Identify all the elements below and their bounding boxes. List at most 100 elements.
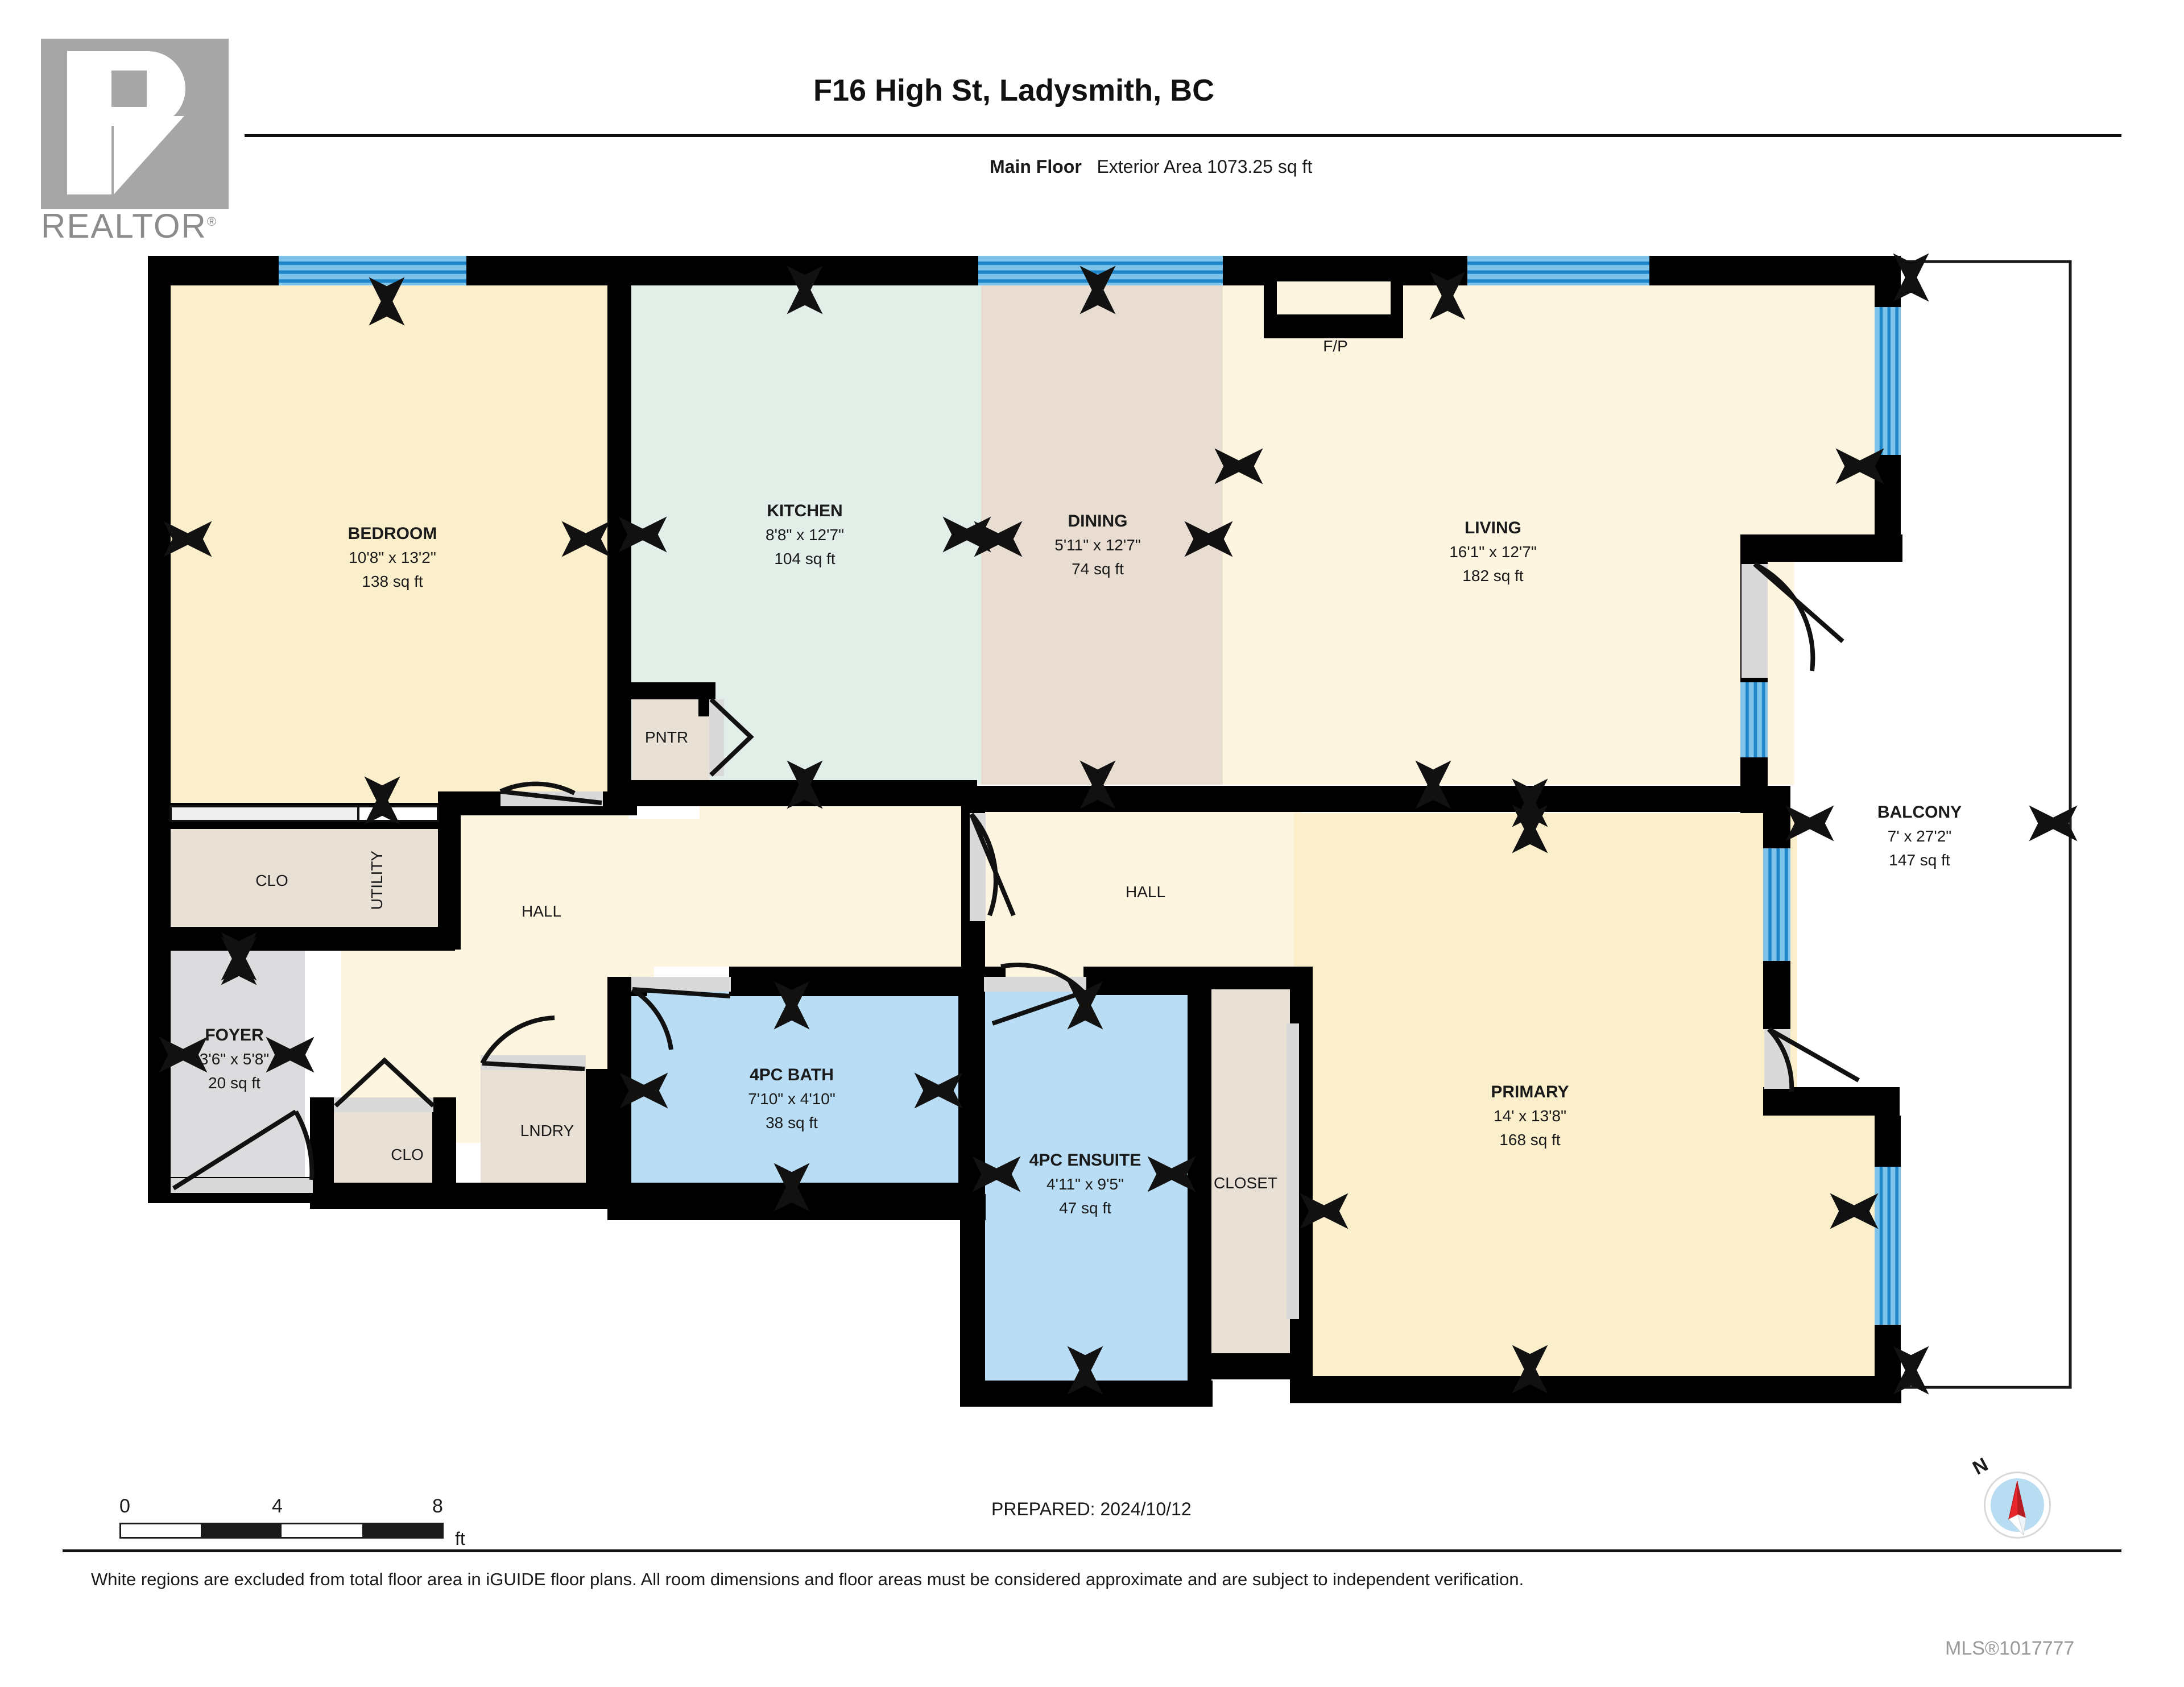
wall-ensuite-left [960, 967, 985, 1399]
wall-kitchen-bottom [715, 780, 977, 806]
room-fill-pantry [632, 695, 709, 780]
compass-rose: N [1969, 1454, 2070, 1552]
wall-utility-right [438, 803, 461, 950]
room-area-foyer: 20 sq ft [208, 1074, 260, 1092]
mls-number: MLS®1017777 [1945, 1638, 2075, 1659]
room-dim-foyer: 3'6" x 5'8" [200, 1050, 269, 1068]
room-area-living: 182 sq ft [1462, 567, 1524, 585]
minor-label-clo-1: CLO [255, 872, 288, 889]
window-living-right [1875, 307, 1901, 455]
room-area-dining: 74 sq ft [1072, 560, 1124, 578]
wall-notch-lower [1740, 757, 1768, 813]
door-hall2 [969, 813, 1016, 921]
room-name-primary: PRIMARY [1491, 1083, 1569, 1101]
room-name-bedroom: BEDROOM [348, 524, 437, 543]
door-clo2-bifold [334, 1057, 435, 1112]
room-dim-primary: 14' x 13'8" [1494, 1107, 1566, 1125]
room-name-dining: DINING [1068, 512, 1128, 530]
floor-summary: Main Floor Exterior Area 1073.25 sq ft [990, 156, 1312, 177]
door-closet-primary [1287, 1023, 1299, 1319]
fixture-label-fireplace: F/P [1323, 337, 1348, 355]
wall-primary-step [1763, 1087, 1900, 1116]
room-label-foyer: FOYER 3'6" x 5'8" 20 sq ft [200, 1026, 269, 1092]
scale-unit: ft [455, 1528, 465, 1549]
room-fill-balcony [1900, 262, 2070, 1387]
wall-top-d [1649, 256, 1900, 285]
wall-closet-top [1188, 967, 1313, 989]
wall-ensuite-right [1188, 967, 1211, 1400]
door-pantry [709, 698, 754, 777]
room-area-primary: 168 sq ft [1499, 1131, 1561, 1149]
door-laundry [480, 1015, 586, 1071]
realtor-r-mark [41, 39, 229, 209]
room-label-bath4pc: 4PC BATH 7'10" x 4'10" 38 sq ft [748, 1066, 835, 1131]
room-area-bedroom: 138 sq ft [362, 573, 423, 590]
minor-label-clo-2: CLO [391, 1146, 424, 1163]
wall-hall2-top [967, 786, 1786, 812]
room-label-balcony: BALCONY 7' x 27'2" 147 sq ft [1877, 803, 1962, 869]
scale-tick-8: 8 [432, 1495, 443, 1517]
room-dim-balcony: 7' x 27'2" [1888, 827, 1951, 845]
wall-left-exterior [148, 256, 171, 1200]
scale-seg-1 [201, 1524, 282, 1537]
window-living [1467, 256, 1649, 285]
room-fill-living-notch [1740, 273, 1894, 546]
minor-label-pantry: PNTR [645, 728, 688, 746]
scale-bar: 0 4 8 ft [119, 1495, 465, 1552]
windows [279, 256, 1901, 1325]
dimension-arrows [159, 253, 2078, 1395]
footer-divider [63, 1549, 2121, 1552]
fixture-labels: F/P [1323, 337, 1348, 355]
scale-bar-graphic [119, 1523, 444, 1539]
room-label-kitchen: KITCHEN 8'8" x 12'7" 104 sq ft [766, 501, 844, 567]
room-area-kitchen: 104 sq ft [774, 550, 835, 567]
realtor-wordmark: REALTOR® [41, 209, 229, 243]
room-dim-kitchen: 8'8" x 12'7" [766, 526, 844, 544]
minor-label-lndry: LNDRY [520, 1122, 574, 1139]
scale-seg-2 [362, 1524, 443, 1537]
room-name-balcony: BALCONY [1877, 803, 1962, 822]
room-labels: BEDROOM 10'8" x 13'2" 138 sq ft KITCHEN … [200, 501, 1962, 1217]
logo-r-stem [67, 51, 111, 194]
minor-label-hall-2: HALL [1126, 883, 1165, 901]
window-bedroom [279, 256, 466, 285]
wall-bath-bottom [607, 1194, 986, 1220]
room-dim-bath4pc: 7'10" x 4'10" [748, 1090, 835, 1108]
room-label-ensuite4pc: 4PC ENSUITE 4'11" x 9'5" 47 sq ft [1029, 1151, 1141, 1217]
wall-pantry-top [607, 682, 715, 699]
door-bath4pc [631, 977, 731, 1050]
wall-ensuite-bottom [960, 1381, 1213, 1407]
prepared-date: PREPARED: 2024/10/12 [991, 1499, 1192, 1519]
room-name-bath4pc: 4PC BATH [750, 1066, 834, 1084]
room-fill-foyer [168, 947, 305, 1197]
room-dim-bedroom: 10'8" x 13'2" [349, 549, 436, 566]
page-title: F16 High St, Ladysmith, BC [813, 73, 1215, 107]
room-name-living: LIVING [1465, 519, 1521, 537]
room-name-foyer: FOYER [205, 1026, 264, 1044]
room-fill-bedroom [159, 284, 620, 813]
door-hall-kitchen [499, 781, 603, 806]
door-foyer-entry [171, 1109, 315, 1193]
compass-needle [2008, 1481, 2026, 1536]
room-area-balcony: 147 sq ft [1889, 851, 1950, 869]
window-primary-lower [1875, 1167, 1901, 1325]
wall-primary-right-lower [1875, 1116, 1901, 1167]
logo-r-bowl-hole [111, 71, 147, 107]
fireplace-inner [1277, 281, 1391, 314]
wall-closet-bottom2 [1188, 1353, 1313, 1379]
wall-top-b [466, 256, 978, 285]
disclaimer-text: White regions are excluded from total fl… [91, 1569, 1524, 1589]
scale-ticks: 0 4 8 [119, 1495, 455, 1519]
minor-label-hall-1: HALL [522, 902, 561, 920]
room-fill-closet [1209, 989, 1294, 1365]
room-fill-hall-2 [984, 807, 1302, 978]
registered-mark: ® [206, 214, 218, 229]
door-balcony-upper [1742, 562, 1844, 678]
room-area-bath4pc: 38 sq ft [766, 1114, 818, 1131]
wall-ensuite-top-b [1083, 967, 1194, 995]
room-dim-living: 16'1" x 12'7" [1449, 543, 1537, 561]
wall-primary-right-bottom [1875, 1325, 1901, 1387]
room-fill-lndry [481, 1069, 586, 1203]
wall-pantry-bottom [607, 780, 715, 806]
minor-label-utility: UTILITY [368, 851, 386, 910]
